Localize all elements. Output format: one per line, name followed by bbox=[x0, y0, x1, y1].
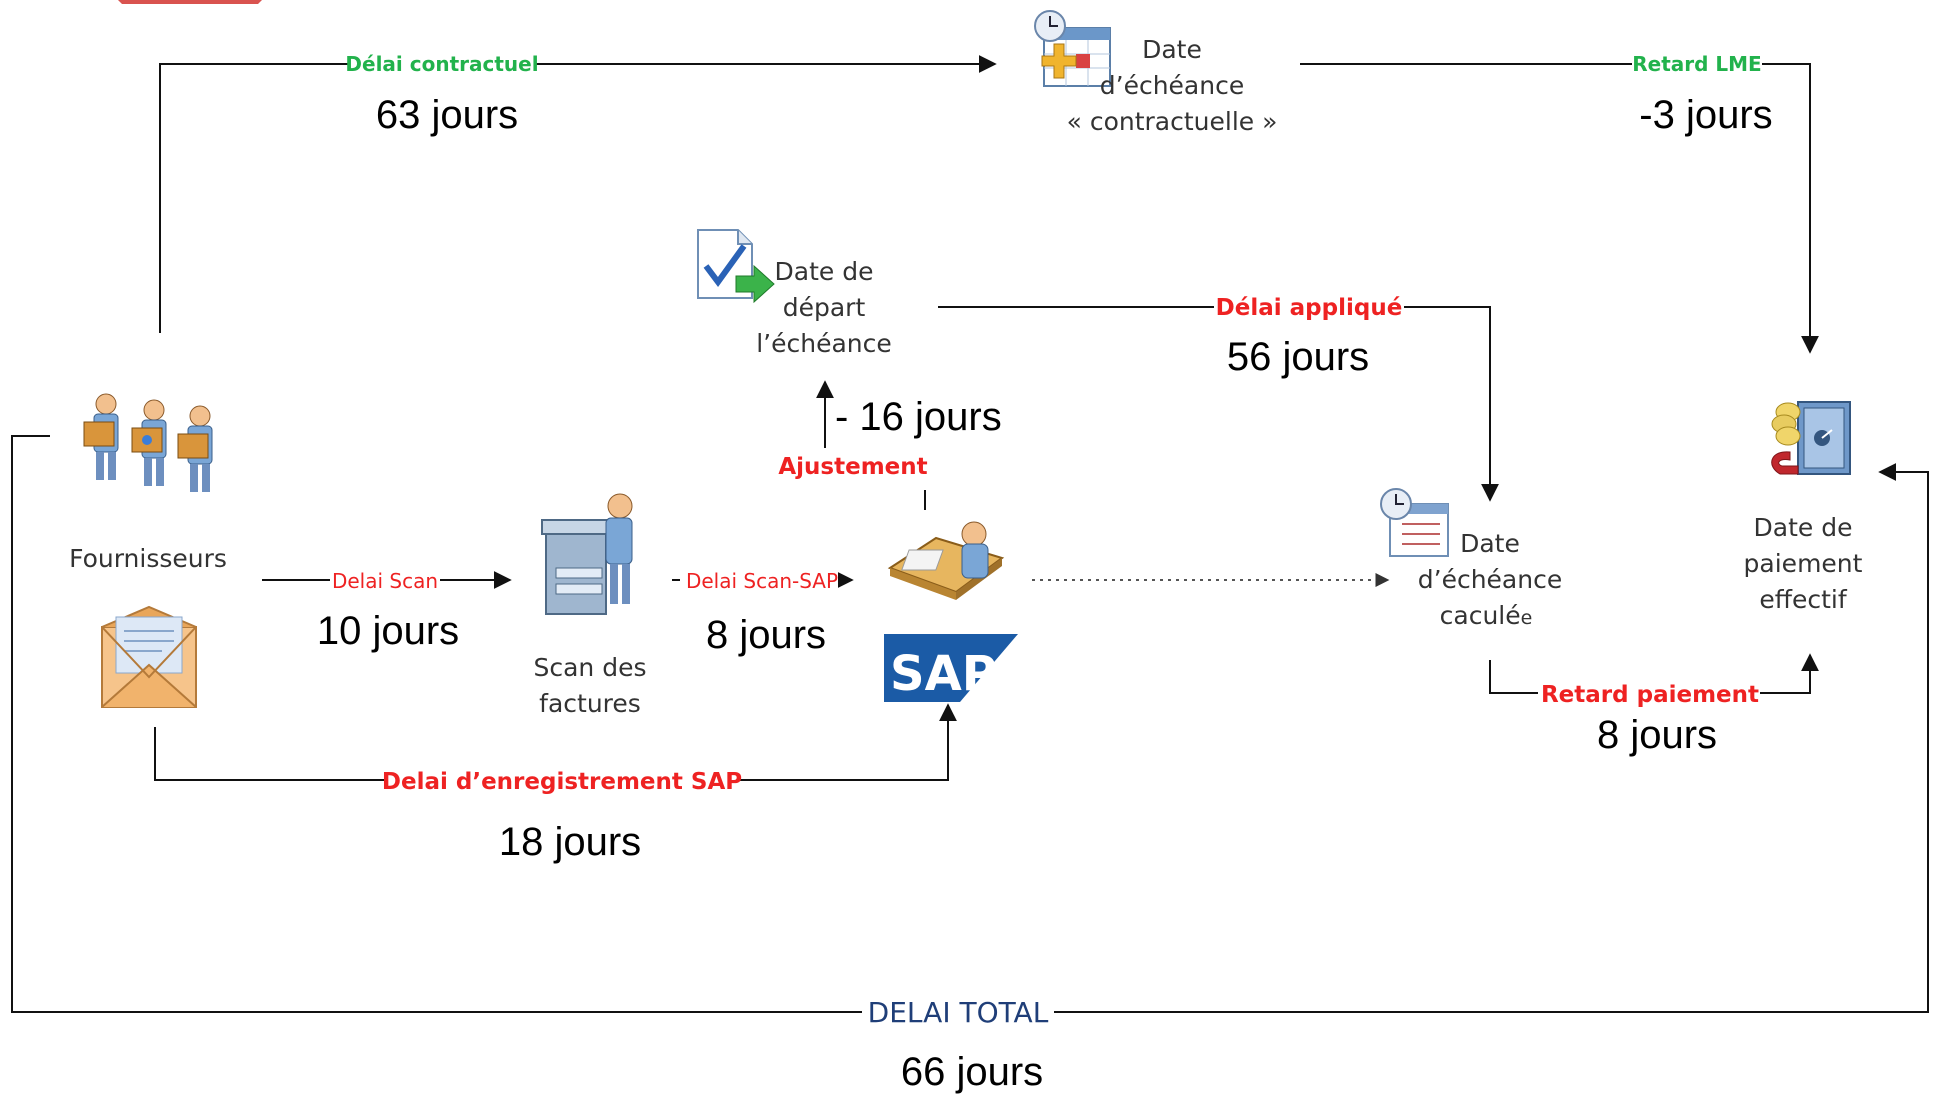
suppliers-label: Fournisseurs bbox=[69, 544, 227, 573]
calc-due-label-line2: d’échéance bbox=[1418, 565, 1562, 594]
sap-logo: SAP bbox=[884, 634, 1018, 702]
edge-lme-line bbox=[1300, 63, 1819, 354]
calendar-clock-icon bbox=[1380, 488, 1449, 557]
contract-due-label-line3: « contractuelle » bbox=[1067, 107, 1278, 136]
top-red-bar bbox=[118, 0, 262, 4]
contract-due-label-line1: Date bbox=[1142, 35, 1202, 64]
start-due-label-line3: l’échéance bbox=[756, 329, 892, 358]
edge-sap-entry-days: 18 jours bbox=[499, 820, 641, 864]
edge-lme-label: Retard LME bbox=[1632, 52, 1761, 76]
edge-pay-delay-days: 8 jours bbox=[1597, 713, 1717, 757]
mail-envelope-icon bbox=[101, 605, 197, 708]
edge-scan-sap-label: Delai Scan-SAP bbox=[686, 569, 838, 593]
sap-logo-text: SAP bbox=[890, 646, 997, 702]
edge-scan-sap-days: 8 jours bbox=[706, 613, 826, 657]
calendar-add-icon bbox=[1034, 10, 1111, 87]
scan-label-line1: Scan des bbox=[533, 653, 646, 682]
edge-adjust-days: - 16 jours bbox=[835, 395, 1002, 439]
edge-adjust-label: Ajustement bbox=[778, 454, 927, 480]
sap-user-icon bbox=[887, 521, 1005, 600]
start-due-label-line2: départ bbox=[783, 293, 866, 322]
pay-date-label-line3: effectif bbox=[1759, 585, 1847, 614]
edge-sap-entry-label: Delai d’enregistrement SAP bbox=[382, 769, 742, 795]
edge-lme-days: -3 jours bbox=[1639, 93, 1772, 137]
suppliers-icon bbox=[83, 393, 213, 492]
edge-scan-label: Delai Scan bbox=[332, 569, 438, 593]
calc-due-label-line3a: caculé bbox=[1440, 601, 1521, 630]
scanner-operator-icon bbox=[541, 493, 633, 615]
pay-date-label-line1: Date de bbox=[1754, 513, 1853, 542]
edge-total-days: 66 jours bbox=[901, 1050, 1043, 1094]
edge-applied-line bbox=[938, 306, 1499, 502]
calc-due-label-line3b: e bbox=[1521, 607, 1533, 629]
edge-applied-label: Délai appliqué bbox=[1216, 295, 1403, 321]
edge-pay-delay-label: Retard paiement bbox=[1541, 682, 1759, 708]
document-check-icon bbox=[697, 229, 775, 304]
pay-date-label-line2: paiement bbox=[1744, 549, 1863, 578]
calc-due-label-line3: caculée bbox=[1440, 601, 1533, 630]
edge-applied-days: 56 jours bbox=[1227, 335, 1369, 379]
scan-label-line2: factures bbox=[539, 689, 641, 718]
edge-total-label: DELAI TOTAL bbox=[868, 996, 1049, 1029]
start-due-label-line1: Date de bbox=[775, 257, 874, 286]
edge-scan-days: 10 jours bbox=[317, 609, 459, 653]
edge-contractual-line bbox=[159, 55, 997, 333]
contract-due-label-line2: d’échéance bbox=[1100, 71, 1244, 100]
calc-due-label-line1: Date bbox=[1460, 529, 1520, 558]
edge-contractual-label: Délai contractuel bbox=[345, 52, 538, 76]
safe-payment-icon bbox=[1771, 401, 1851, 475]
edge-contractual-days: 63 jours bbox=[376, 93, 518, 137]
